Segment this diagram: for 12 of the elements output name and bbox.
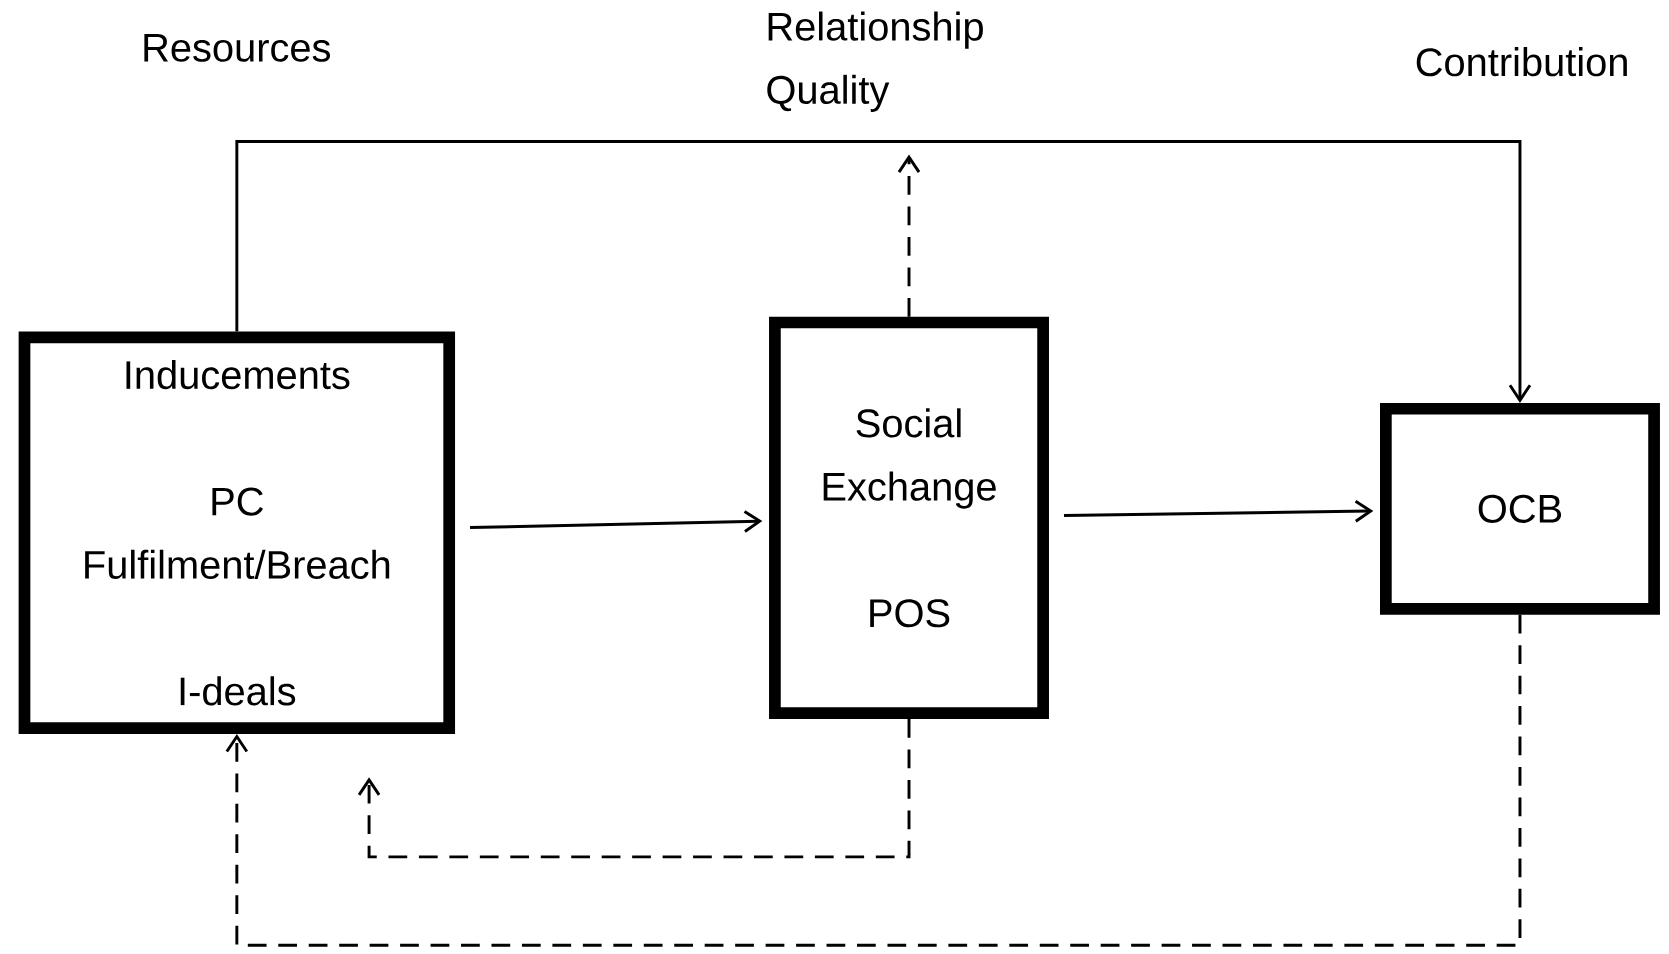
dashed-arrow [225,614,1522,947]
process-box: Inducements PC Fulfilment/Breach I-deals [18,331,456,735]
arrow [1063,500,1374,523]
stage-label: Resources [144,34,331,62]
node-label: Relationship Quality [767,11,983,113]
arrow [470,510,763,533]
process-box: Social Exchange POS [769,316,1049,720]
process-box: OCB [1380,403,1660,615]
arrow [235,140,1532,404]
dashed-arrow [897,154,921,317]
dashed-arrow [357,719,911,859]
stage-label: Contribution [1416,47,1627,77]
